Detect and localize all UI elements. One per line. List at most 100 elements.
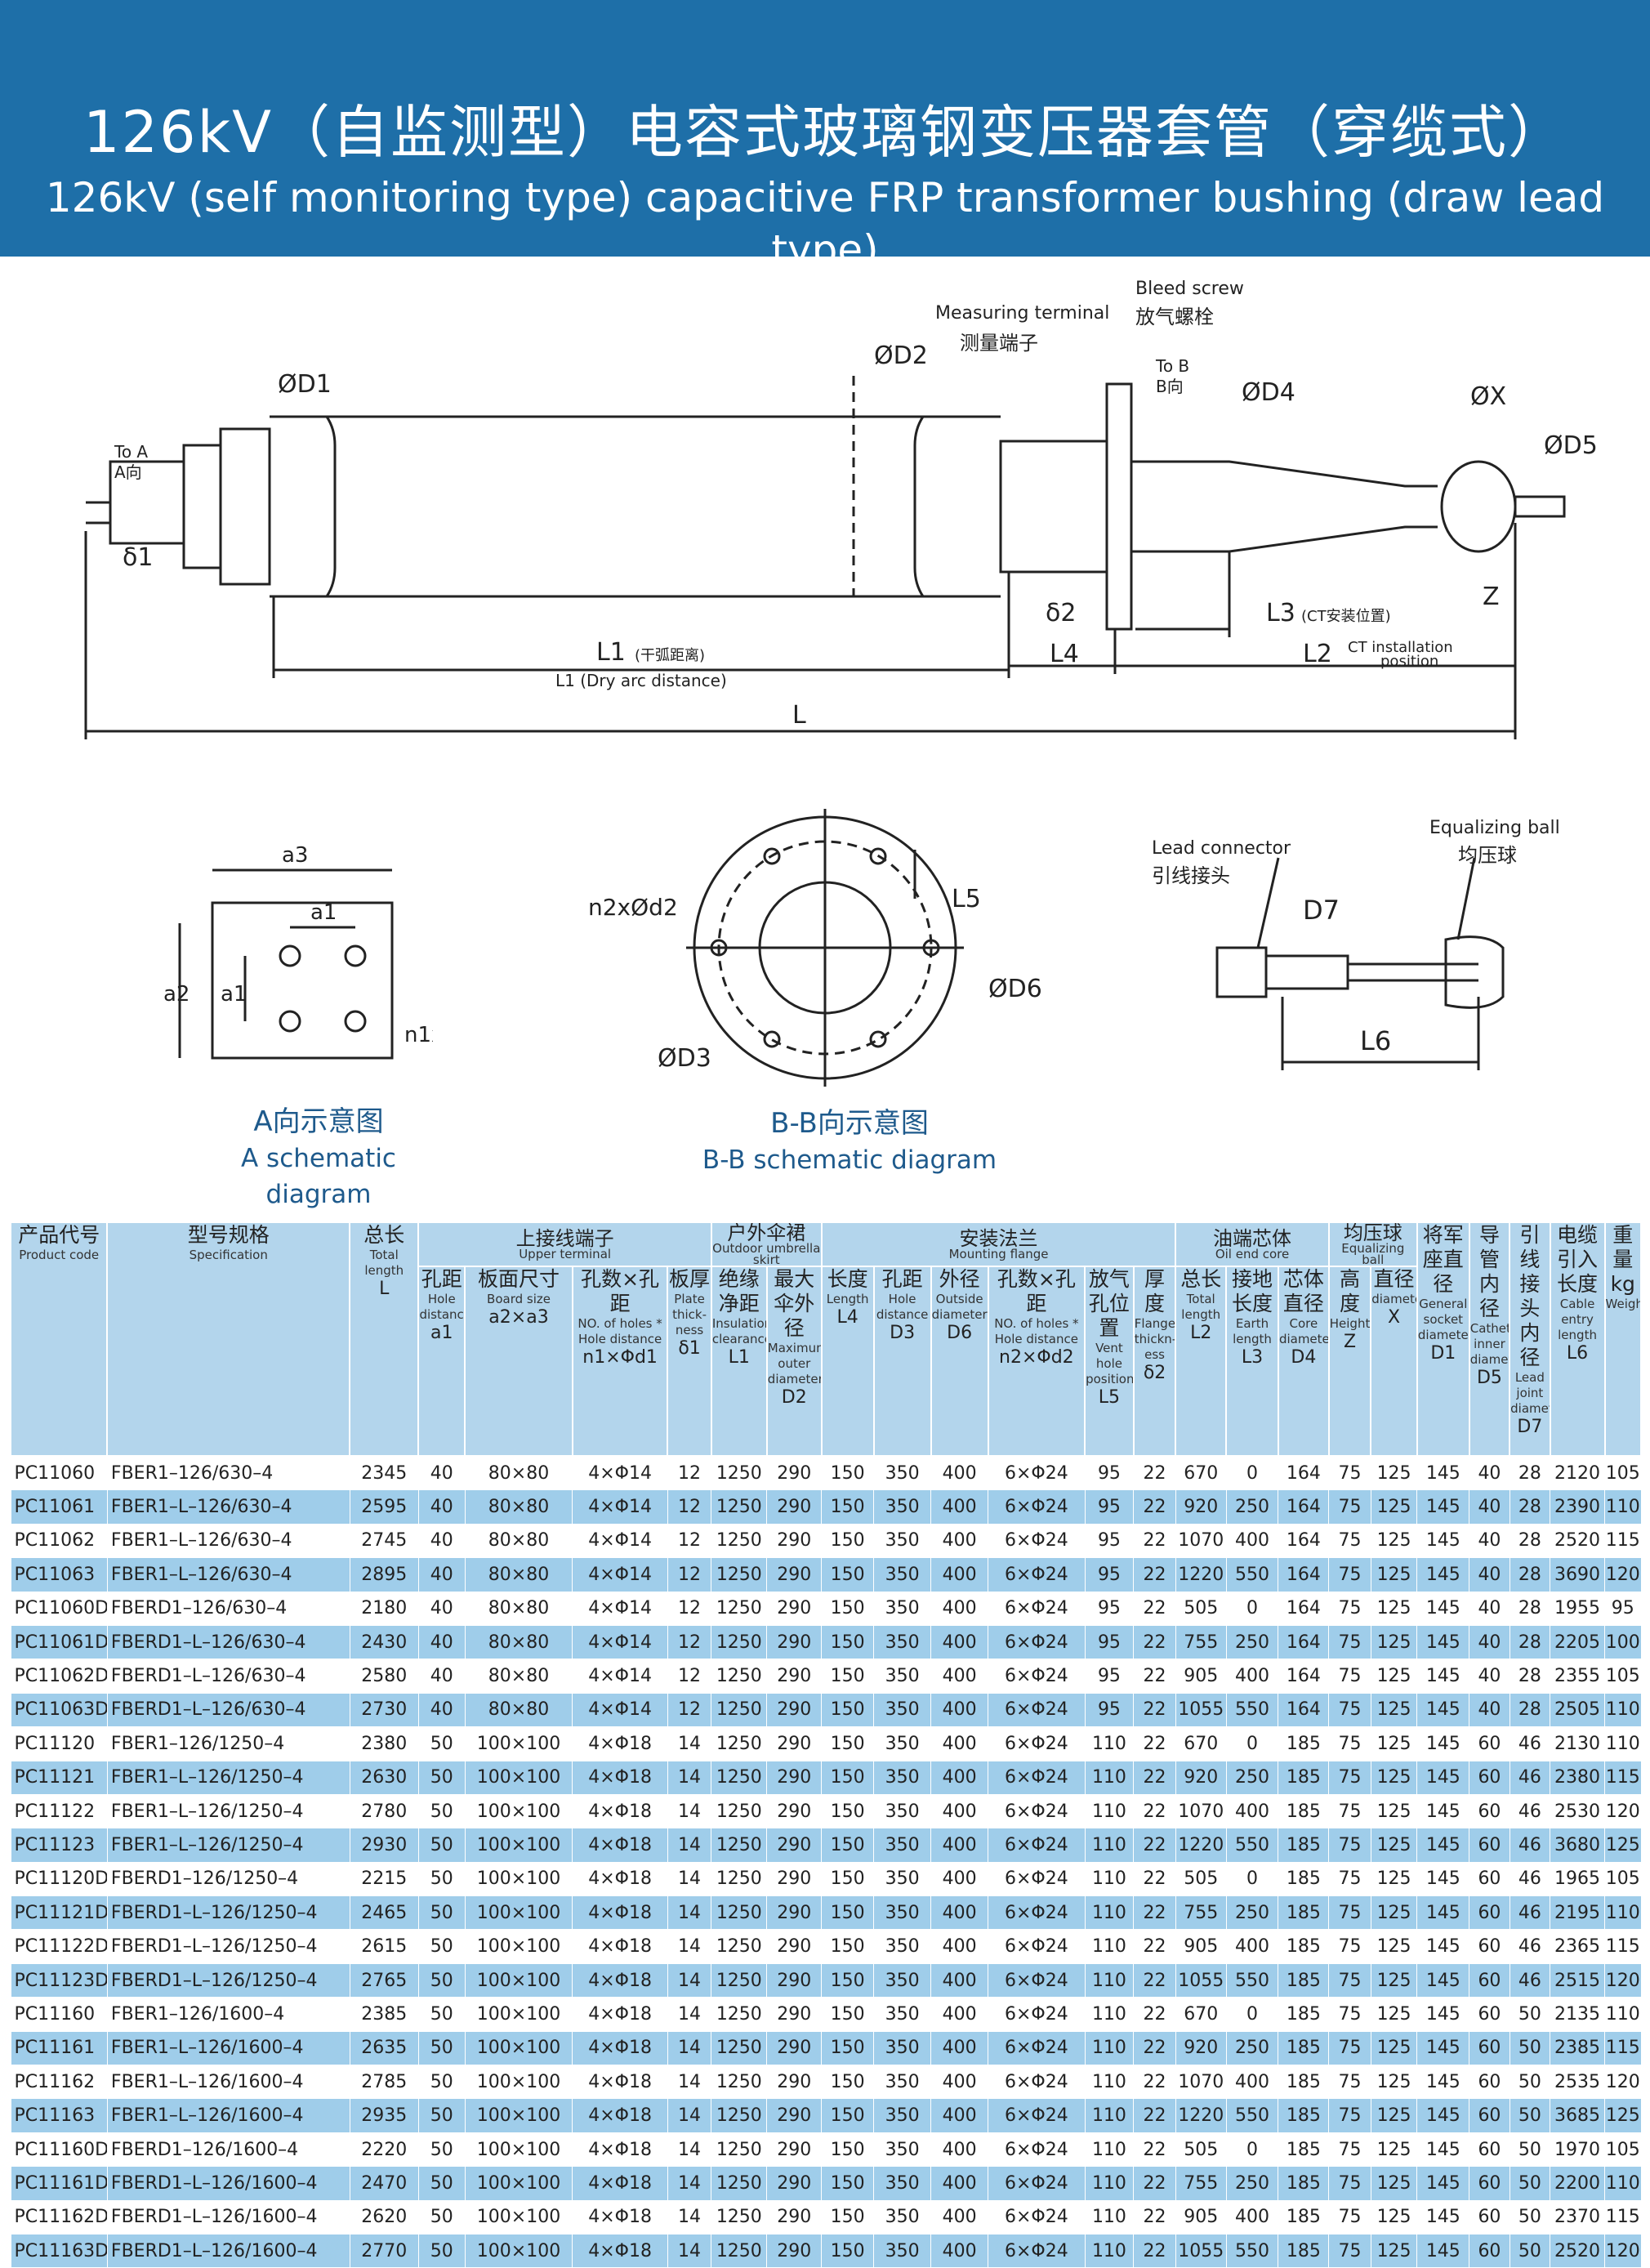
table-cell: 1250	[711, 2132, 768, 2168]
table-cell: PC11120	[10, 1726, 108, 1761]
bleed-screw-en: Bleed screw	[1135, 279, 1244, 299]
table-cell: 2730	[349, 1692, 419, 1728]
table-cell: 4×Φ18	[572, 1726, 668, 1761]
table-cell: 350	[873, 1591, 932, 1626]
table-cell: 110	[1084, 1929, 1135, 1964]
table-cell: 6×Φ24	[988, 1523, 1086, 1559]
table-cell: 22	[1133, 2199, 1176, 2235]
table-cell: 4×Φ18	[572, 2233, 668, 2268]
table-cell: 75	[1328, 1489, 1371, 1525]
table-cell: 1220	[1175, 2098, 1227, 2133]
table-cell: 1250	[711, 1557, 768, 1592]
table-cell: 290	[766, 2132, 823, 2168]
table-cell: FBERD1–L–126/630–4	[106, 1692, 350, 1728]
table-cell: 2505	[1550, 1692, 1606, 1728]
table-cell: 350	[873, 1659, 932, 1694]
table-cell: 100×100	[464, 1895, 573, 1931]
table-cell: 4×Φ18	[572, 1828, 668, 1863]
table-cell: 75	[1328, 1659, 1371, 1694]
l1-cn-label: (干弧距离)	[635, 647, 705, 664]
table-cell: 145	[1416, 2199, 1470, 2235]
table-cell: 125	[1604, 2098, 1642, 2133]
table-cell: 4×Φ14	[572, 1659, 668, 1694]
table-cell: 1250	[711, 2098, 768, 2133]
table-cell: 350	[873, 1557, 932, 1592]
table-cell: 185	[1278, 2166, 1330, 2201]
table-cell: 2200	[1550, 2166, 1606, 2201]
table-cell: PC11163	[10, 2098, 108, 2133]
table-cell: 100×100	[464, 1929, 573, 1964]
table-cell: 400	[930, 1726, 989, 1761]
table-cell: FBER1–L–126/630–4	[106, 1489, 350, 1525]
table-cell: 2390	[1550, 1489, 1606, 1525]
a-caption-cn: A向示意图	[253, 1105, 384, 1138]
table-cell: 14	[667, 1929, 712, 1964]
table-cell: 110	[1084, 2098, 1135, 2133]
table-cell: 50	[417, 1895, 466, 1931]
table-cell: 14	[667, 1726, 712, 1761]
table-cell: 1250	[711, 1828, 768, 1863]
table-cell: 145	[1416, 1455, 1470, 1491]
table-cell: 250	[1225, 1760, 1279, 1795]
table-cell: 2130	[1550, 1726, 1606, 1761]
l2-label: L2	[1303, 640, 1332, 668]
table-cell: 2135	[1550, 1997, 1606, 2032]
table-cell: 40	[1469, 1692, 1510, 1728]
table-cell: 145	[1416, 2030, 1470, 2066]
table-cell: 250	[1225, 1624, 1279, 1660]
phi-d4-label: ØD4	[1242, 378, 1295, 407]
table-cell: FBERD1–L–126/1600–4	[106, 2233, 350, 2268]
table-cell: 290	[766, 2030, 823, 2066]
table-cell: 290	[766, 1489, 823, 1525]
table-cell: 185	[1278, 2132, 1330, 2168]
table-cell: 14	[667, 1997, 712, 2032]
table-cell: 290	[766, 1455, 823, 1491]
table-cell: 400	[1225, 1659, 1279, 1694]
table-cell: 150	[821, 2098, 875, 2133]
table-cell: FBERD1–L–126/1250–4	[106, 1962, 350, 1998]
table-cell: 290	[766, 1997, 823, 2032]
table-cell: 150	[821, 1591, 875, 1626]
table-cell: 14	[667, 2199, 712, 2235]
table-cell: 50	[417, 1929, 466, 1964]
table-cell: 80×80	[464, 1591, 573, 1626]
table-cell: 125	[1370, 1895, 1418, 1931]
table-cell: 2595	[349, 1489, 419, 1525]
table-cell: 125	[1370, 1489, 1418, 1525]
table-cell: 60	[1469, 2098, 1510, 2133]
table-cell: 400	[930, 2098, 989, 2133]
table-cell: 6×Φ24	[988, 1929, 1086, 1964]
table-cell: 50	[417, 1861, 466, 1897]
table-cell: 2385	[349, 1997, 419, 2032]
phi-d1-label: ØD1	[278, 370, 332, 399]
table-cell: 22	[1133, 1793, 1176, 1829]
table-cell: 6×Φ24	[988, 2233, 1086, 2268]
table-cell: 145	[1416, 1828, 1470, 1863]
table-cell: 40	[1469, 1624, 1510, 1660]
table-cell: 4×Φ18	[572, 1760, 668, 1795]
table-cell: 145	[1416, 1557, 1470, 1592]
table-cell: 400	[1225, 2199, 1279, 2235]
table-cell: 22	[1133, 1591, 1176, 1626]
delta1-label: δ1	[123, 543, 153, 572]
table-cell: 150	[821, 1929, 875, 1964]
table-cell: 400	[930, 1828, 989, 1863]
table-cell: FBER1–L–126/1600–4	[106, 2098, 350, 2133]
table-cell: 2365	[1550, 1929, 1606, 1964]
table-cell: 2430	[349, 1624, 419, 1660]
lead-connector-diagram: Lead connector 引线接头 Equalizing ball 均压球 …	[1152, 818, 1560, 1070]
table-cell: 125	[1370, 1624, 1418, 1660]
table-cell: 6×Φ24	[988, 2166, 1086, 2201]
table-cell: 185	[1278, 1861, 1330, 1897]
table-cell: 1250	[711, 1726, 768, 1761]
table-cell: 145	[1416, 1624, 1470, 1660]
table-cell: 1250	[711, 1962, 768, 1998]
table-cell: 290	[766, 1793, 823, 1829]
table-cell: 22	[1133, 2166, 1176, 2201]
table-cell: 290	[766, 1760, 823, 1795]
